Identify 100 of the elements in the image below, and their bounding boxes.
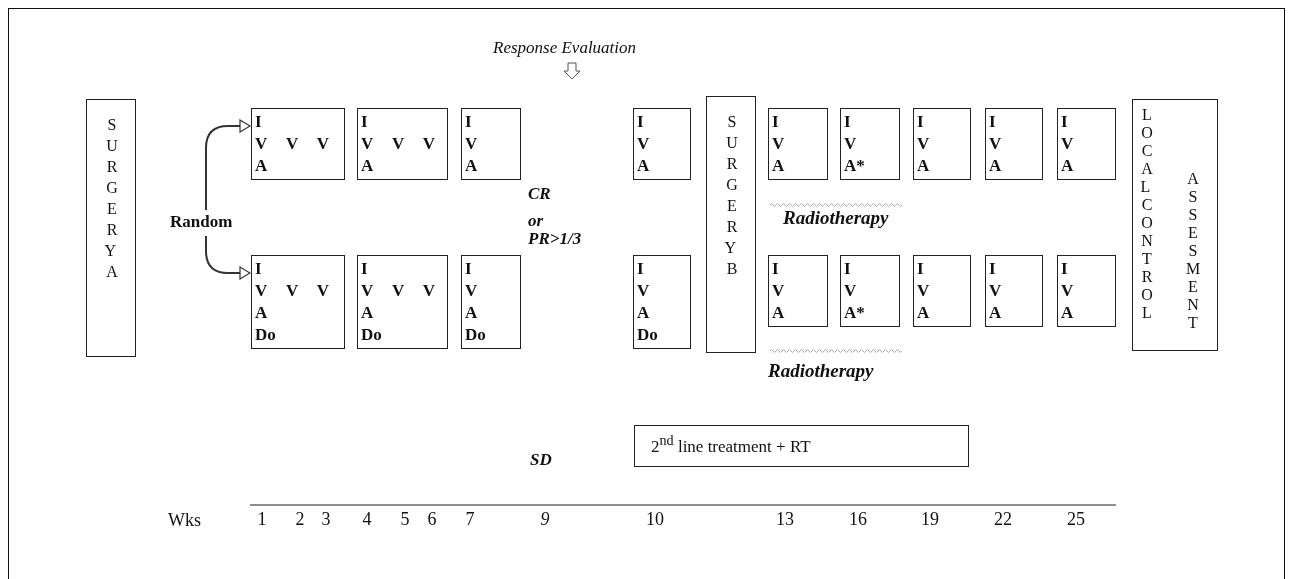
- drug-code: A: [465, 302, 479, 324]
- drug-code: I: [989, 258, 997, 280]
- annotation: Response Evaluation: [493, 38, 637, 58]
- drug-code: V: [772, 280, 786, 302]
- treatment-cycle-box: [633, 255, 691, 349]
- drug-code: V: [989, 280, 1003, 302]
- process-box: [1132, 99, 1218, 351]
- treatment-cycle-box: [913, 108, 971, 180]
- drug-code: A: [637, 302, 651, 324]
- drug-code: A: [255, 155, 269, 177]
- drug-code: V V V: [255, 280, 331, 302]
- drug-code: I: [361, 258, 369, 280]
- week-number: 25: [1067, 509, 1085, 530]
- annotation: or: [528, 211, 544, 231]
- drug-code: I: [989, 111, 997, 133]
- treatment-cycle-box: [251, 108, 345, 180]
- drug-code: A: [989, 155, 1003, 177]
- drug-code: I: [844, 111, 852, 133]
- annotation: Radiotherapy: [768, 360, 874, 382]
- drug-code: I: [361, 111, 369, 133]
- drug-code: I: [917, 111, 925, 133]
- branch-label: Random: [170, 212, 234, 232]
- treatment-cycle-box: [357, 255, 448, 349]
- vertical-text: ASSESMENT: [1185, 170, 1201, 332]
- drug-code: A*: [844, 302, 866, 324]
- drug-code: V V V: [361, 133, 437, 155]
- drug-code: V: [1061, 280, 1075, 302]
- drug-code: I: [917, 258, 925, 280]
- drug-code: V: [1061, 133, 1075, 155]
- process-box: [634, 425, 969, 467]
- drug-code: I: [465, 111, 473, 133]
- drug-code: I: [637, 111, 645, 133]
- drug-code: A: [772, 155, 786, 177]
- drug-code: V: [989, 133, 1003, 155]
- process-box: [706, 96, 756, 353]
- treatment-cycle-box: [768, 255, 828, 327]
- drug-code: A*: [844, 155, 866, 177]
- drug-code: I: [637, 258, 645, 280]
- drug-code: V: [844, 133, 858, 155]
- drug-code: V: [465, 133, 479, 155]
- treatment-cycle-box: [985, 108, 1043, 180]
- drug-code: Do: [255, 324, 277, 346]
- treatment-cycle-box: [985, 255, 1043, 327]
- treatment-cycle-box: [251, 255, 345, 349]
- week-number: 2: [295, 509, 305, 530]
- curved-arrow: [205, 235, 251, 280]
- treatment-cycle-box: [840, 108, 900, 180]
- week-number: 1: [257, 509, 267, 530]
- annotation: SD: [530, 450, 552, 470]
- week-number: 10: [646, 509, 664, 530]
- drug-code: V: [917, 133, 931, 155]
- axis-title: Wks: [168, 510, 201, 531]
- drug-code: I: [772, 258, 780, 280]
- drug-code: I: [255, 258, 263, 280]
- treatment-cycle-box: [913, 255, 971, 327]
- drug-code: A: [361, 302, 375, 324]
- curved-arrow: [205, 119, 251, 211]
- vertical-text: SURGERY B: [724, 112, 739, 279]
- annotation: PR>1/3: [528, 229, 582, 249]
- week-number: 6: [427, 509, 437, 530]
- week-number: 9: [540, 509, 550, 530]
- drug-code: V: [465, 280, 479, 302]
- drug-code: A: [1061, 302, 1075, 324]
- drug-code: A: [917, 155, 931, 177]
- drug-code: A: [1061, 155, 1075, 177]
- drug-code: I: [1061, 258, 1069, 280]
- drug-code: A: [255, 302, 269, 324]
- drug-code: V: [637, 280, 651, 302]
- drug-code: A: [465, 155, 479, 177]
- treatment-cycle-box: [461, 255, 521, 349]
- drug-code: A: [917, 302, 931, 324]
- treatment-cycle-box: [840, 255, 900, 327]
- drug-code: A: [361, 155, 375, 177]
- process-box: [86, 99, 136, 357]
- drug-code: V V V: [361, 280, 437, 302]
- drug-code: A: [989, 302, 1003, 324]
- box-text: 2$^{nd}$ line treatment + RT: [650, 431, 812, 457]
- drug-code: I: [255, 111, 263, 133]
- drug-code: I: [465, 258, 473, 280]
- drug-code: V V V: [255, 133, 331, 155]
- drug-code: Do: [361, 324, 383, 346]
- week-number: 19: [921, 509, 939, 530]
- week-number: 22: [994, 509, 1012, 530]
- treatment-cycle-box: [1057, 255, 1116, 327]
- week-number: 5: [400, 509, 410, 530]
- vertical-text: SURGERY A: [104, 115, 119, 282]
- treatment-cycle-box: [768, 108, 828, 180]
- drug-code: V: [917, 280, 931, 302]
- annotation: Radiotherapy: [783, 207, 889, 229]
- week-number: 13: [776, 509, 794, 530]
- treatment-cycle-box: [357, 108, 448, 180]
- week-number: 7: [465, 509, 475, 530]
- treatment-cycle-box: [633, 108, 691, 180]
- drug-code: I: [772, 111, 780, 133]
- drug-code: I: [844, 258, 852, 280]
- drug-code: V: [637, 133, 651, 155]
- drug-code: I: [1061, 111, 1069, 133]
- week-number: 16: [849, 509, 867, 530]
- week-number: 4: [362, 509, 372, 530]
- week-number: 3: [321, 509, 331, 530]
